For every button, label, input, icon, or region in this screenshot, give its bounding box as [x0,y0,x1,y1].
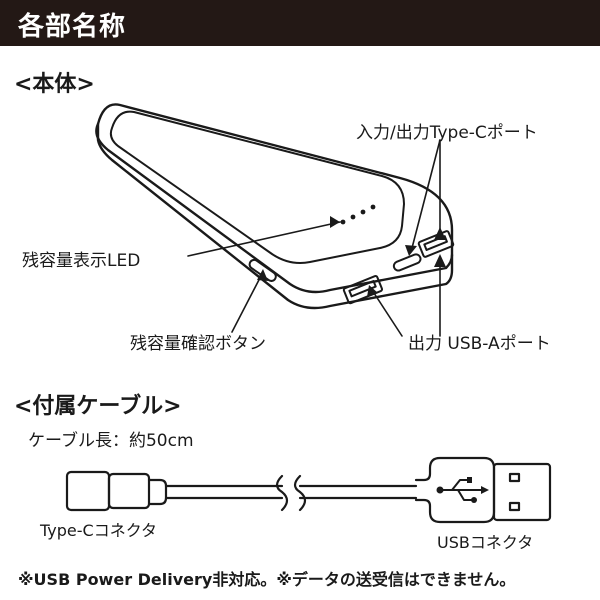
cable [65,456,552,524]
label-battery-led: 残容量表示LED [22,251,141,271]
label-io-typec-port: 入力/出力Type-Cポート [356,123,538,143]
title-bar [0,0,600,46]
arrow-heads [257,216,446,297]
label-usb-a-port: 出力 USB-Aポート [408,334,551,354]
usb-a-ports [342,230,455,305]
label-check-button: 残容量確認ボタン [130,334,266,354]
page-title: 各部名称 [18,12,127,42]
cable-section-heading: <付属ケーブル> [14,394,182,419]
body-section-heading: <本体> [14,72,95,97]
power-bank-body [95,103,454,310]
label-usb-connector: USBコネクタ [437,533,534,552]
typec-port [392,253,422,272]
usb-symbol-icon [436,477,489,503]
check-button-shape [248,258,277,282]
leader-lines [187,139,441,337]
footer-note: ※USB Power Delivery非対応。※データの送受信はできません。 [18,570,516,589]
label-cable-length: ケーブル長：約50cm [28,431,194,451]
battery-led-dots [340,204,376,225]
label-typec-connector: Type-Cコネクタ [40,521,158,540]
